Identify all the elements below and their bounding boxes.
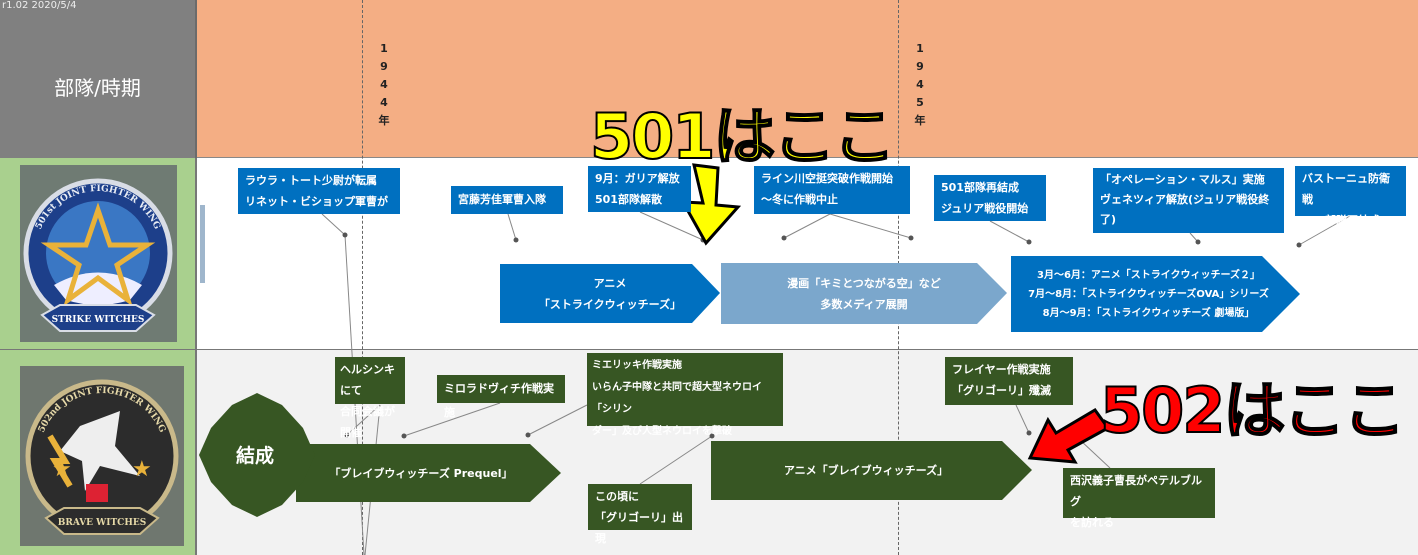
line: ～冬に作戦中止 [761,193,838,206]
header-title: 部隊/時期 [54,76,141,100]
line: 8月～9月：「ストライクウィッチーズ 劇場版」 [1042,307,1255,319]
chevron-shape [296,444,561,502]
media-502-anime: アニメ「ブレイブウィッチーズ」 [711,441,1021,500]
year-char: 4 [380,78,388,91]
media-501-sequels: 3月～6月：アニメ「ストライクウィッチーズ２」 7月～8月：「ストライクウィッチー… [1011,256,1286,332]
year-char: 年 [914,114,926,127]
line: アニメ「ブレイブウィッチーズ」 [783,464,949,477]
event-501-1: 宮藤芳佳軍曹入隊 [451,186,563,214]
line: ラウラ・トート少尉が転属 [245,174,377,187]
event-502-4: フレイヤー作戦実施「グリゴーリ」殲滅 [945,357,1073,405]
line: リネット・ビショップ軍曹が入隊 [245,195,388,229]
chevron-shape [721,263,1007,324]
media-501-anime: アニメ「ストライクウィッチーズ」 [500,264,720,323]
line: 7月～8月：「ストライクウィッチーズOVA」シリーズ [1028,288,1269,300]
strike-witches-emblem: 501st JOINT FIGHTER WING STRIKE WITCHES [20,165,177,342]
line: バストーニュ防衛戦 [1302,172,1390,206]
scroll-marker [200,205,205,283]
svg-text:★: ★ [52,457,72,482]
line: 501部隊解散 [1100,233,1167,246]
line: を訪れる [1070,516,1114,529]
line: ライン川空挺突破作戦開始 [761,172,893,185]
yellow-arrow-icon [680,163,742,246]
annotation-502: 502はここ [1099,373,1406,448]
year-1944: 1 9 4 4 年 [377,40,391,130]
line: 「グリゴーリ」殲滅 [952,384,1051,397]
media-501-manga: 漫画「キミとつながる空」など多数メディア展開 [721,263,1007,324]
line: いらん子中隊と共同で超大型ネウロイ「シリン [592,382,762,415]
year-char: 1 [916,42,924,55]
line: 「オペレーション・マルス」実施 [1100,173,1265,186]
line: 西沢義子曹長がペテルブルグ [1070,474,1202,508]
event-501-2: 9月：ガリア解放 501部隊解散 [588,166,691,212]
line: 「ストライクウィッチーズ」 [538,297,682,311]
event-502-3: この頃に「グリゴーリ」出現 [588,484,692,545]
event-502-5: 西沢義子曹長がペテルブルグを訪れる [1063,468,1215,529]
chevron-shape [711,441,1032,500]
timeline-header [197,0,1418,158]
chevron-shape [1011,256,1300,332]
year-char: 4 [916,78,924,91]
unit-cell-501: 501st JOINT FIGHTER WING STRIKE WITCHES [0,158,197,350]
media-502-prequel: 「ブレイブウィッチーズ Prequel」 [296,444,546,502]
header-unit-period-cell: 部隊/時期 [0,0,197,158]
year-char: 9 [916,60,924,73]
chevron-shape [500,264,720,323]
unit-motto-502: BRAVE WITCHES [58,518,146,528]
event-501-0: ラウラ・トート少尉が転属リネット・ビショップ軍曹が入隊 [238,168,400,229]
line: アニメ [593,276,627,290]
line: 501部隊再結成 [941,181,1019,194]
line: 漫画「キミとつながる空」など [787,276,941,290]
formed-label: 結成 [236,445,275,467]
brave-witches-emblem: ★★ 502nd JOINT FIGHTER WING BRAVE WITCHE… [20,366,184,546]
annotation-501: 501はここ [589,99,896,174]
year-line-1944 [362,0,363,555]
line: ヘルシンキにて [340,363,395,397]
event-502-1: ミロラドヴィチ作戦実施 [437,375,565,419]
line: ミエリッキ作戦実施 [592,360,682,371]
line: ミロラドヴィチ作戦実施 [444,382,554,419]
red-arrow-icon [1027,408,1111,464]
line: 3月～6月：アニメ「ストライクウィッチーズ２」 [1036,269,1261,281]
event-501-4: 501部隊再結成ジュリア戦役開始 [934,175,1046,221]
line: フレイヤー作戦実施 [952,363,1051,376]
line: ジュリア戦役開始 [941,202,1029,215]
event-501-3: ライン川空挺突破作戦開始 ～冬に作戦中止 [754,166,910,214]
year-1945: 1 9 4 5 年 [913,40,927,130]
line: 「グリゴーリ」出現 [595,511,683,545]
event-502-0: ヘルシンキにて合同会議が開催 [335,357,405,439]
event-501-5: 「オペレーション・マルス」実施ヴェネツィア解放(ジュリア戦役終了) 501部隊解散 [1093,168,1284,246]
event-501-6: バストーニュ防衛戦 501部隊再結成 [1295,166,1406,227]
line: ヴェネツィア解放(ジュリア戦役終了) [1100,193,1270,226]
year-char: 9 [380,60,388,73]
formed-octagon [199,393,315,517]
unit-cell-502: ★★ 502nd JOINT FIGHTER WING BRAVE WITCHE… [0,350,197,555]
year-char: 5 [916,96,924,109]
svg-text:★: ★ [132,457,152,482]
line: ダー」及び人型ネウロイを撃破 [592,426,732,437]
line: この頃に [595,490,639,503]
line: 合同会議が開催 [340,405,395,439]
year-char: 1 [380,42,388,55]
event-502-2: ミエリッキ作戦実施いらん子中隊と共同で超大型ネウロイ「シリンダー」及び人型ネウロ… [587,353,783,437]
year-char: 年 [378,114,390,127]
line: 「ブレイブウィッチーズ Prequel」 [329,466,513,480]
line: 多数メディア展開 [820,297,908,311]
year-char: 4 [380,96,388,109]
version-label: r1.02 2020/5/4 [2,0,77,11]
line: 501部隊解散 [595,193,662,206]
line: 宮藤芳佳軍曹入隊 [458,193,546,206]
line: 501部隊再結成 [1302,214,1380,227]
line: 9月：ガリア解放 [595,172,680,185]
unit-motto-501: STRIKE WITCHES [52,315,145,325]
